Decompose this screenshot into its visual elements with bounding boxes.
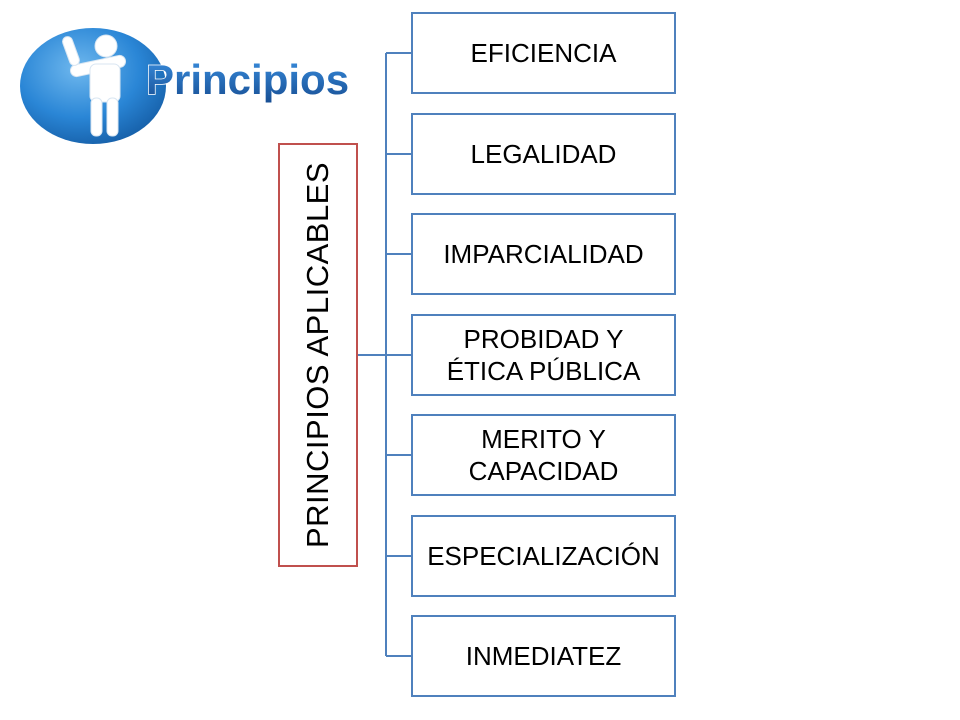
logo-text: Principios [146, 56, 349, 103]
child-node-label: MERITO Y CAPACIDAD [468, 423, 619, 487]
root-node: PRINCIPIOS APLICABLES [278, 143, 358, 567]
child-node-label: INMEDIATEZ [465, 640, 622, 671]
child-node-label: EFICIENCIA [470, 37, 617, 68]
principios-logo: Principios [18, 20, 363, 150]
child-node-inmediatez: INMEDIATEZ [411, 615, 676, 697]
child-node-label: PROBIDAD Y ÉTICA PÚBLICA [446, 323, 641, 387]
person-thumbs-up-icon [62, 34, 127, 137]
child-node-label: ESPECIALIZACIÓN [427, 540, 660, 571]
child-node-legalidad: LEGALIDAD [411, 113, 676, 195]
child-node-especializacion: ESPECIALIZACIÓN [411, 515, 676, 597]
child-node-label: IMPARCIALIDAD [443, 238, 644, 269]
child-node-eficiencia: EFICIENCIA [411, 12, 676, 94]
child-node-label: LEGALIDAD [470, 138, 617, 169]
root-node-label: PRINCIPIOS APLICABLES [300, 161, 335, 549]
logo-graphic: Principios [20, 28, 350, 144]
child-node-imparcialidad: IMPARCIALIDAD [411, 213, 676, 295]
child-node-merito: MERITO Y CAPACIDAD [411, 414, 676, 496]
child-node-probidad: PROBIDAD Y ÉTICA PÚBLICA [411, 314, 676, 396]
